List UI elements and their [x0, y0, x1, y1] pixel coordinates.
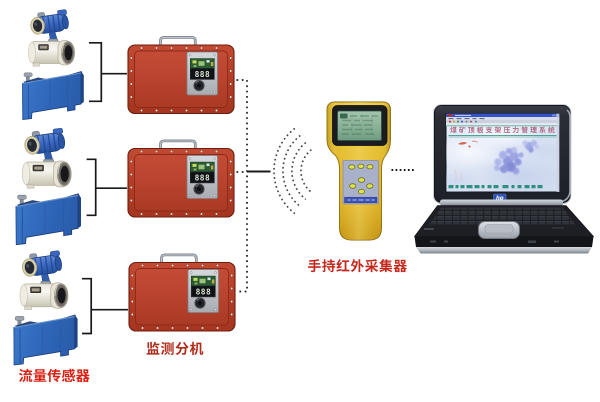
signal-arc-2 — [291, 141, 307, 201]
keypad-button-1 — [348, 164, 356, 170]
laptop-touchpad — [478, 221, 520, 239]
signal-arc-3 — [282, 134, 301, 208]
toolbar-icons — [449, 120, 477, 123]
signal-arc-1 — [300, 149, 312, 193]
keypad-button-up — [357, 177, 366, 183]
handheld-collector — [326, 101, 391, 241]
label-monitor-unit — [146, 341, 204, 356]
screen-koi-image — [454, 140, 478, 182]
bracket-2 — [86, 158, 127, 217]
lcd-content — [340, 113, 378, 137]
laptop: hp — [413, 104, 595, 254]
keypad-button-left — [349, 183, 357, 189]
laptop-front-edge — [414, 236, 594, 247]
monitor-box-3 — [127, 253, 237, 333]
monitor-box-1 — [126, 36, 236, 115]
keypad-button-down — [357, 188, 366, 195]
laptop-keyboard — [429, 207, 575, 225]
keypad-button-right — [366, 183, 374, 189]
laptop-ports — [430, 240, 559, 243]
screen-title-bar — [446, 113, 560, 118]
laptop-screen — [445, 113, 560, 193]
bracket-3 — [82, 277, 128, 335]
wireless-signal-arcs — [273, 127, 312, 215]
keypad-button-3 — [366, 164, 374, 170]
lid-edge-highlight — [561, 109, 571, 203]
bracket-1 — [89, 41, 127, 103]
screen-teal-band — [446, 125, 560, 127]
label-flow-sensor — [18, 368, 90, 383]
label-handheld-collector — [308, 259, 407, 273]
laptop-hinge — [440, 199, 563, 206]
keypad-buttons — [348, 163, 374, 195]
screen-scrollbar — [556, 113, 560, 192]
screen-flower-image — [494, 140, 540, 175]
screen-toolbar — [446, 120, 560, 124]
monitor-box-2 — [126, 139, 236, 219]
keypad-button-2 — [357, 163, 365, 169]
laptop-logo-text: hp — [496, 196, 504, 202]
screen-app-title — [450, 126, 555, 134]
handheld-lcd-screen — [337, 110, 382, 141]
screen-menu-bar — [446, 117, 560, 120]
laptop-bottom-lip — [416, 247, 592, 254]
